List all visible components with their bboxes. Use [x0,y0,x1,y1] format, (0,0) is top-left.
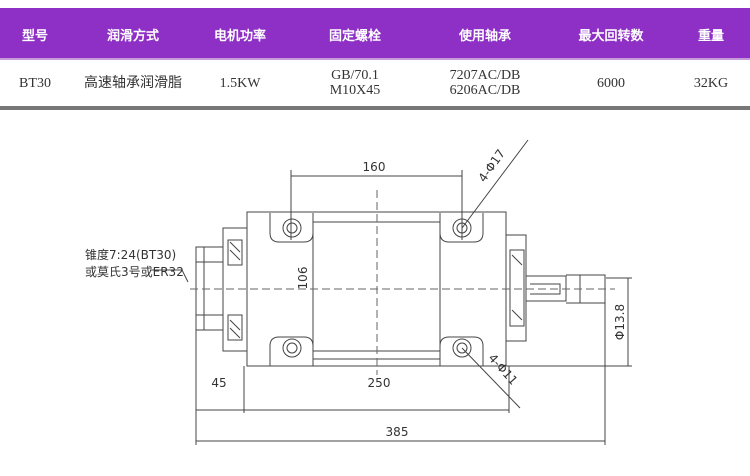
taper-label-2: 或莫氏3号或ER32 [85,265,184,279]
dim-385: 385 [386,425,409,439]
dim-shaft-diameter: Φ13.8 [613,304,627,340]
hole-bottom-label: 4-Φ11 [485,351,520,388]
table-header: 型号 润滑方式 电机功率 固定螺栓 使用轴承 最大回转数 重量 [0,8,750,60]
bolt-line-1: GB/70.1 [331,68,379,83]
divider [0,106,750,110]
right-flange [505,234,606,342]
centerlines [190,190,615,375]
bolt-holes [282,218,472,358]
header-bearing: 使用轴承 [458,29,512,44]
header-weight: 重量 [697,29,725,44]
bearing-line-2: 6206AC/DB [449,83,521,98]
dimension-lines [150,139,632,445]
dim-160: 160 [363,160,386,174]
cell-model: BT30 [19,76,51,91]
bolt-line-2: M10X45 [329,83,381,98]
dim-106: 106 [296,267,310,290]
hole-top-label: 4-Φ17 [475,147,508,185]
dim-45: 45 [211,376,226,390]
cell-power: 1.5KW [219,76,261,91]
header-power: 电机功率 [213,29,267,44]
header-bolt: 固定螺栓 [328,29,382,44]
cell-max-rpm: 6000 [597,76,625,91]
bearing-line-1: 7207AC/DB [449,68,521,83]
header-model: 型号 [21,29,49,44]
cell-weight: 32KG [693,76,729,91]
header-max-rpm: 最大回转数 [578,29,644,44]
taper-label-1: 锥度7:24(BT30) [85,247,176,262]
header-lubrication: 润滑方式 [106,29,160,44]
cell-lubrication: 高速轴承润滑脂 [84,76,182,91]
dim-250: 250 [368,376,391,390]
